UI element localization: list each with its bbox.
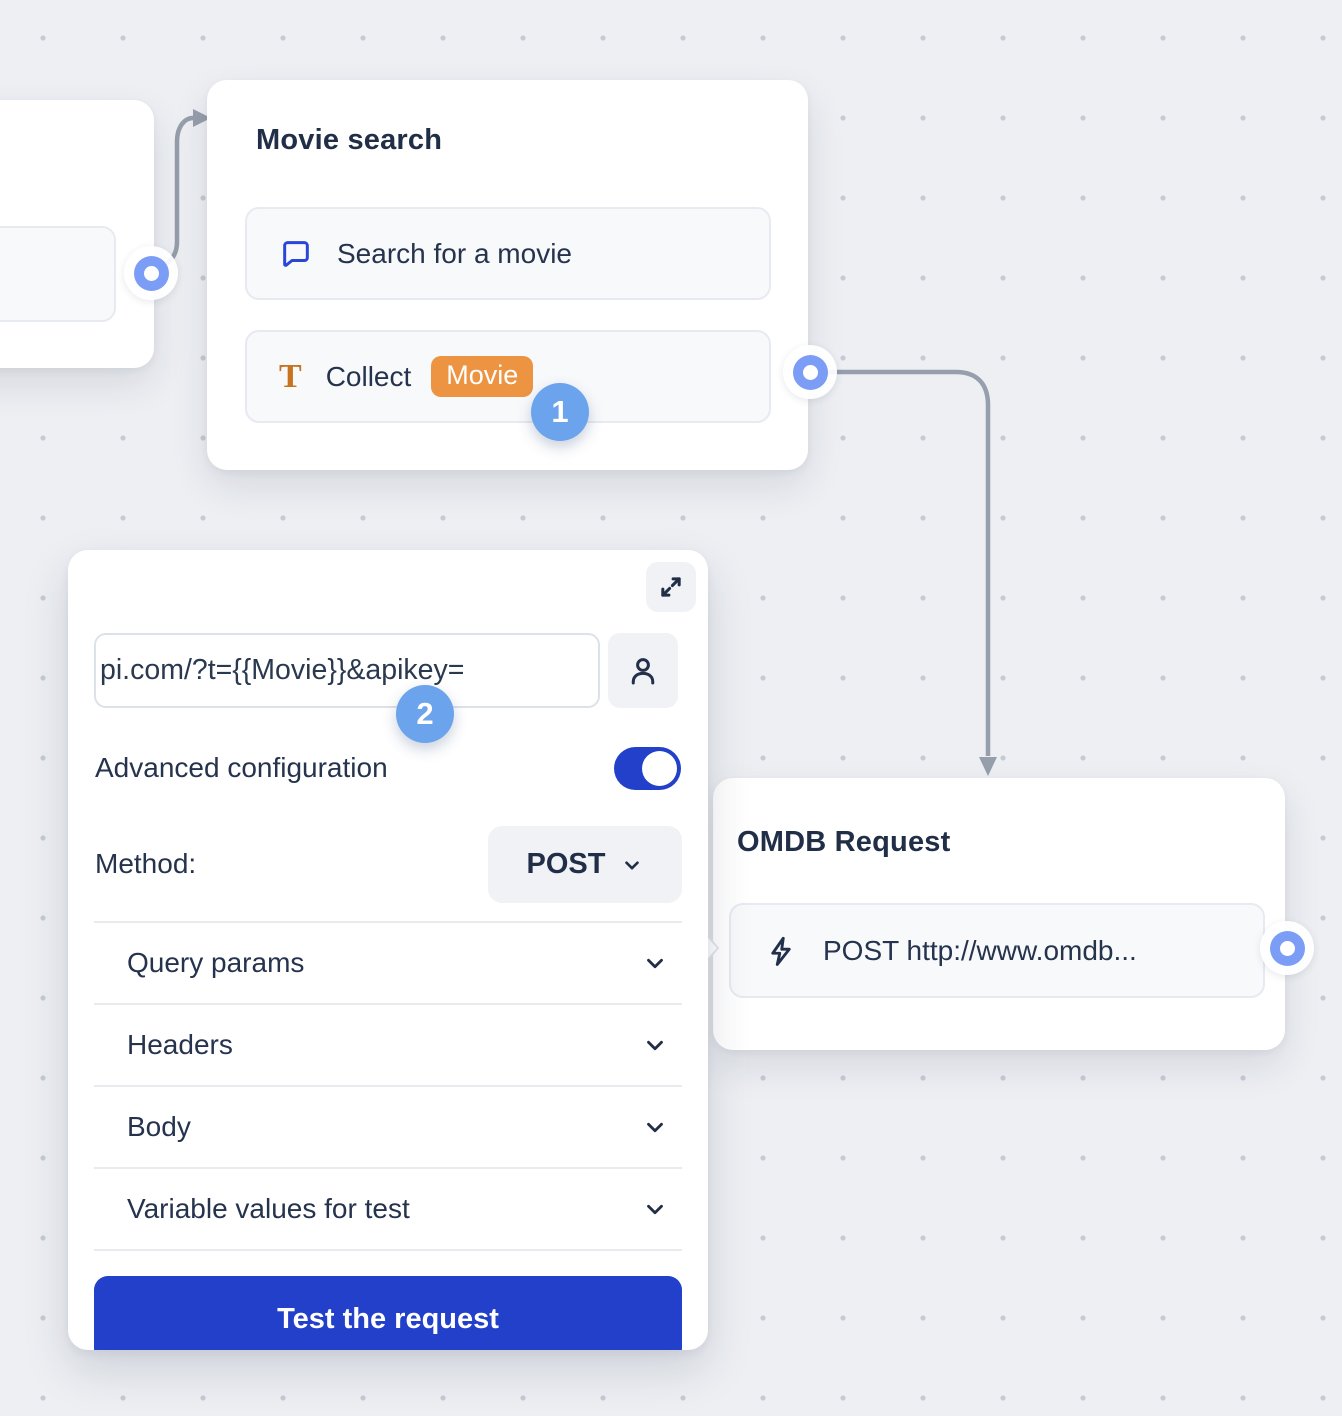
- expand-button[interactable]: [646, 562, 696, 612]
- omdb-request-node[interactable]: OMDB Request POST http://www.omdb...: [704, 778, 1285, 1050]
- movie-search-collect-item[interactable]: T Collect Movie: [245, 330, 771, 423]
- webhook-config-panel: pi.com/?t={{Movie}}&apikey= 2 Advanced c…: [68, 550, 708, 1350]
- connector-movie-to-omdb: [812, 369, 991, 756]
- section-query-params[interactable]: Query params: [94, 923, 682, 1005]
- insert-variable-button[interactable]: [608, 633, 678, 708]
- test-request-button[interactable]: Test the request: [94, 1276, 682, 1350]
- port-hole: [1279, 940, 1295, 956]
- advanced-configuration-label: Advanced configuration: [95, 752, 388, 783]
- chevron-down-icon: [642, 1196, 668, 1222]
- item-label: Search for a movie: [337, 237, 572, 269]
- port-ring: [133, 255, 169, 291]
- output-port-movie-search[interactable]: [783, 345, 837, 399]
- partial-node-item[interactable]: [0, 226, 116, 322]
- method-label: Method:: [95, 848, 197, 879]
- step-badge-1: 1: [531, 383, 589, 441]
- chevron-down-icon: [642, 1114, 668, 1140]
- chevron-down-icon: [642, 1032, 668, 1058]
- omdb-webhook-item[interactable]: POST http://www.omdb...: [729, 903, 1265, 998]
- node-title: Movie search: [256, 124, 443, 156]
- node-title: OMDB Request: [737, 826, 951, 858]
- port-hole: [143, 265, 159, 281]
- method-value: POST: [526, 848, 606, 880]
- url-input[interactable]: pi.com/?t={{Movie}}&apikey=: [94, 633, 600, 708]
- output-port-omdb[interactable]: [1260, 921, 1314, 975]
- partial-node-card[interactable]: [0, 100, 154, 368]
- arrowhead-down: [979, 757, 997, 776]
- port-ring: [792, 354, 828, 390]
- section-body[interactable]: Body: [94, 1087, 682, 1169]
- port-hole: [802, 364, 818, 380]
- item-label: POST http://www.omdb...: [823, 934, 1137, 966]
- toggle-knob: [642, 751, 677, 786]
- chevron-down-icon: [642, 950, 668, 976]
- port-ring: [1269, 930, 1305, 966]
- step-badge-2: 2: [396, 685, 454, 743]
- variable-chip-movie: Movie: [431, 356, 534, 397]
- movie-search-question-item[interactable]: Search for a movie: [245, 207, 771, 300]
- movie-search-node[interactable]: Movie search Search for a movie T Collec…: [207, 80, 808, 470]
- advanced-configuration-toggle[interactable]: [614, 747, 681, 790]
- arrowhead-right: [193, 109, 211, 127]
- lightning-bolt-icon: [763, 933, 799, 969]
- chat-bubble-icon: [279, 237, 313, 271]
- section-variable-values[interactable]: Variable values for test: [94, 1169, 682, 1251]
- person-icon: [625, 653, 661, 689]
- output-port-partial-node[interactable]: [124, 246, 178, 300]
- text-input-icon: T: [279, 357, 302, 395]
- method-dropdown[interactable]: POST: [488, 826, 682, 903]
- url-value: pi.com/?t={{Movie}}&apikey=: [100, 654, 465, 686]
- item-label: Collect: [325, 360, 412, 392]
- input-port-notch[interactable]: [703, 931, 721, 965]
- config-sections: Query params Headers Body Variable value…: [94, 921, 682, 1251]
- section-headers[interactable]: Headers: [94, 1005, 682, 1087]
- expand-icon: [657, 573, 685, 601]
- chevron-down-icon: [621, 854, 643, 876]
